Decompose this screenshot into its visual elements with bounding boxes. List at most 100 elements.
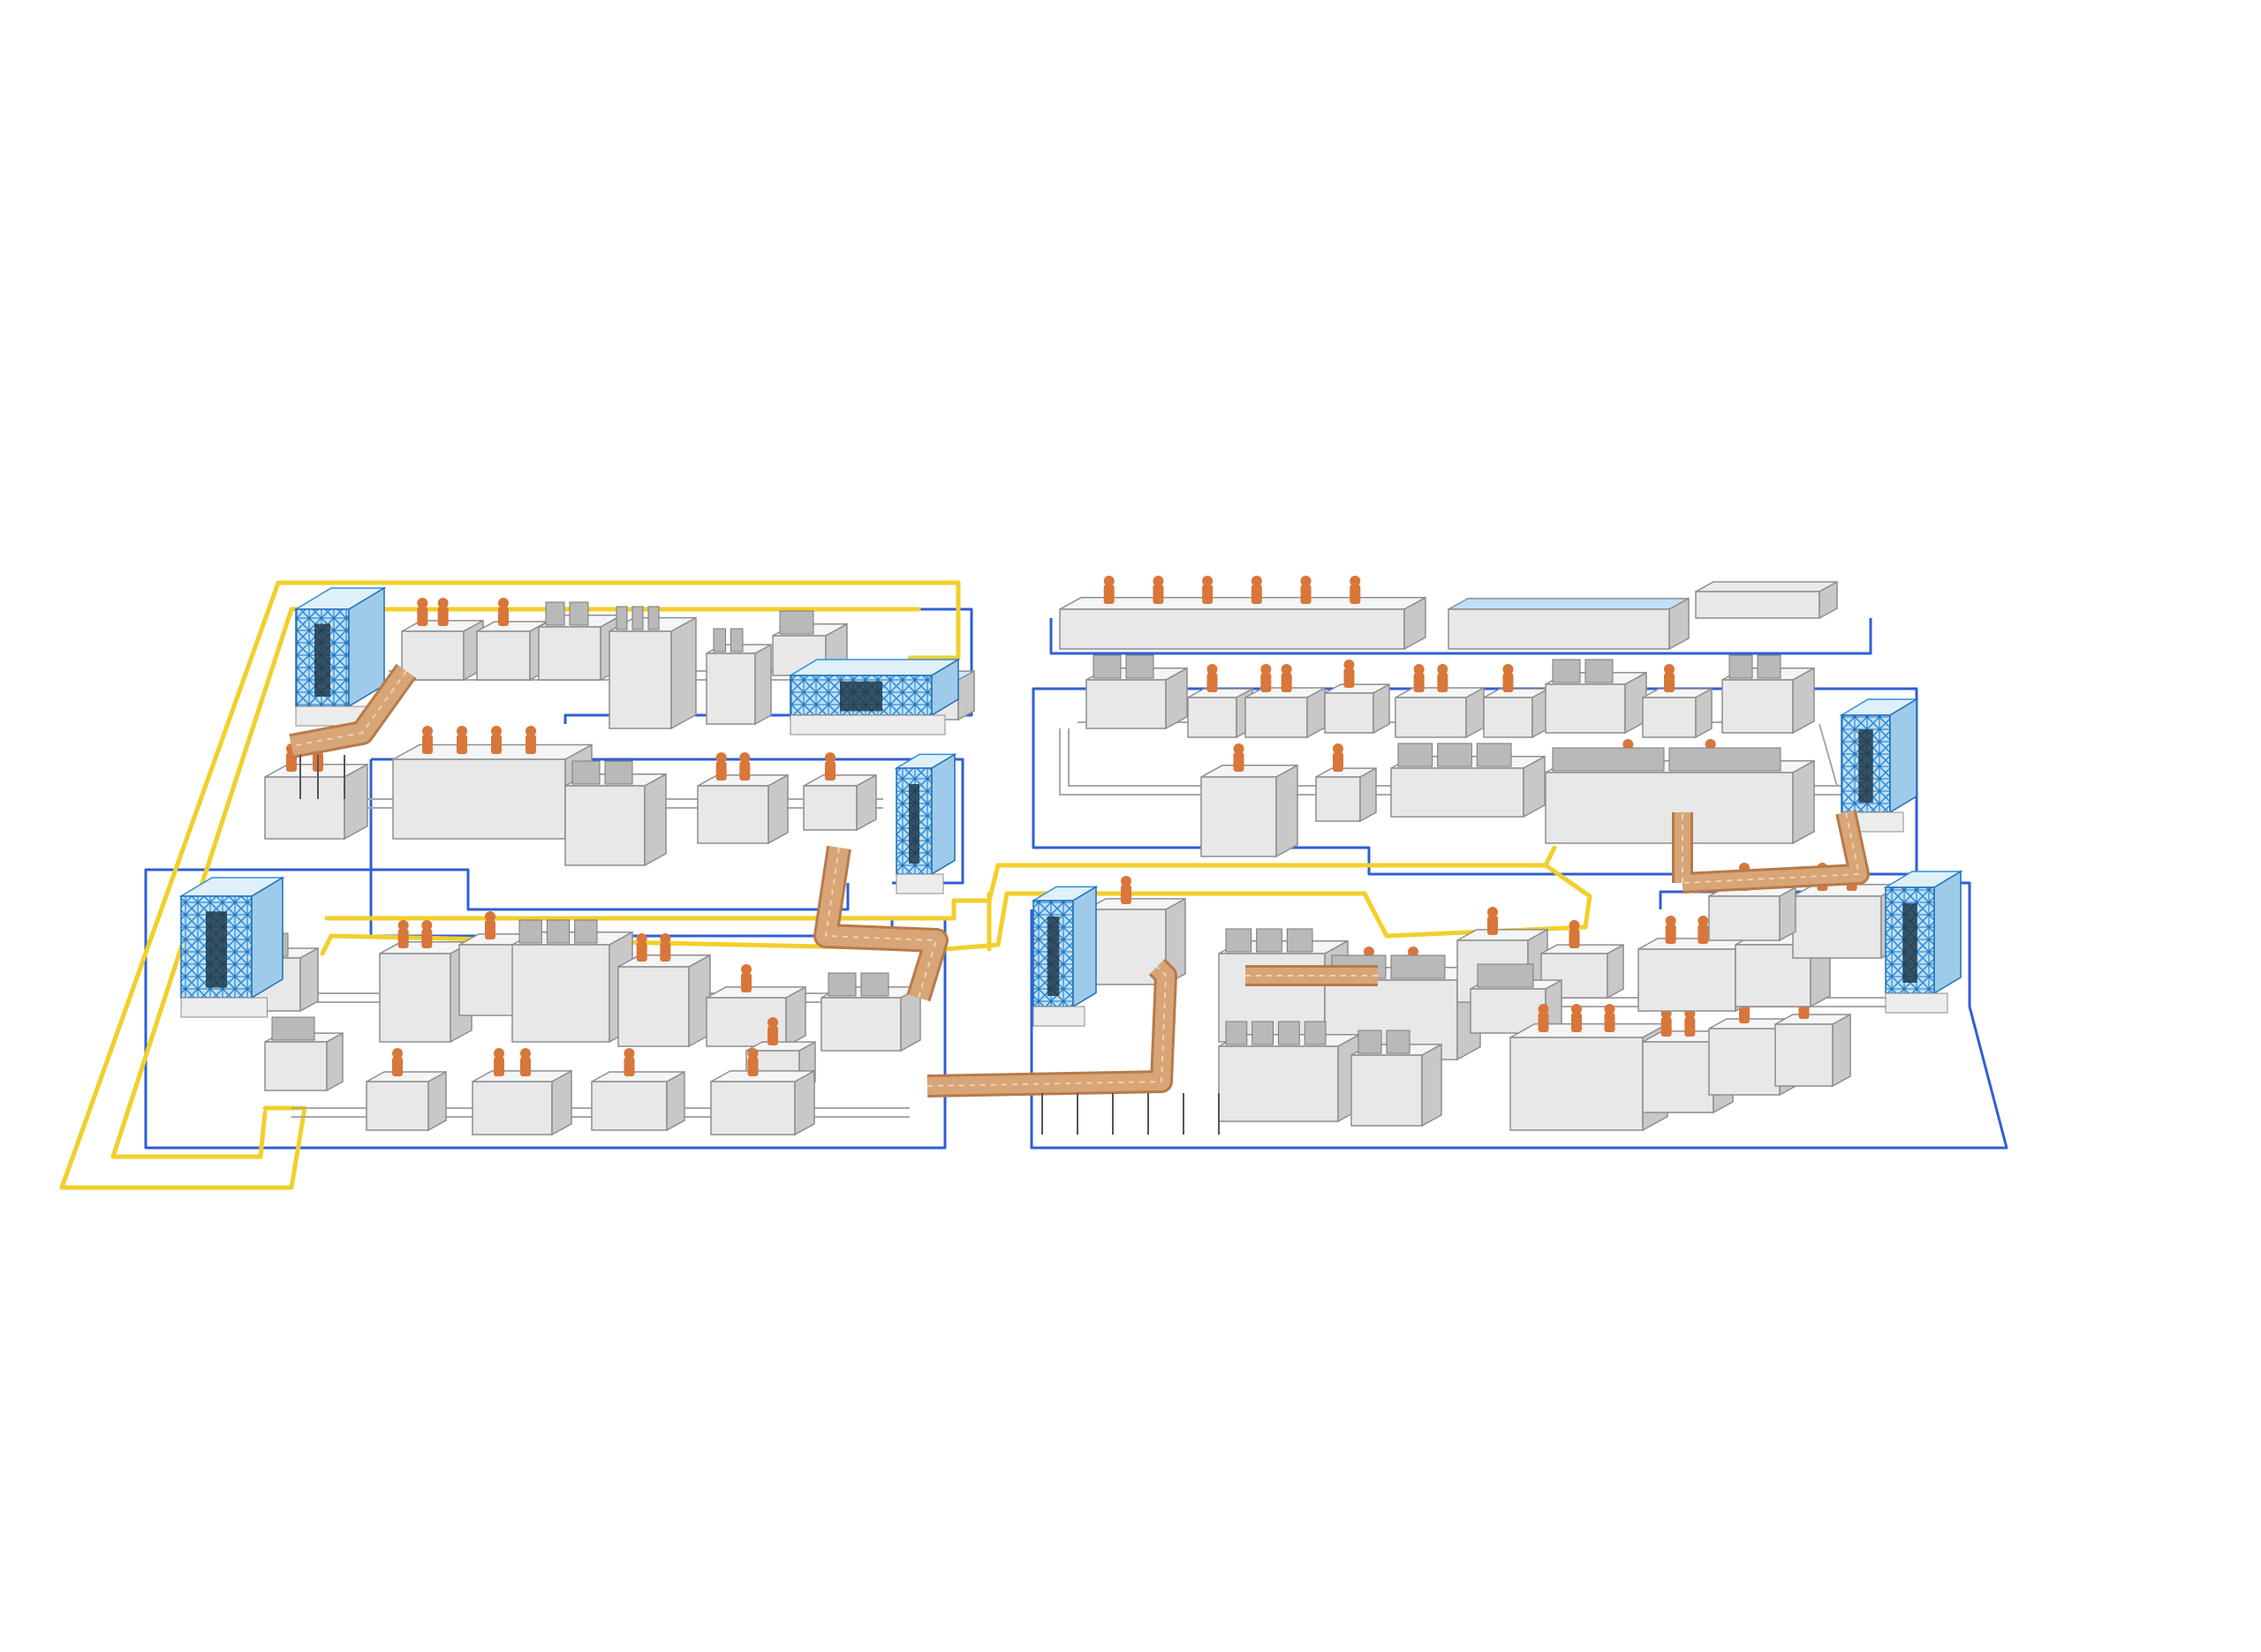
- cell-mr-6-front: [1483, 697, 1533, 738]
- cell-tr-1-robot-head-1: [1103, 576, 1115, 586]
- cell-mr-3: [1244, 664, 1326, 739]
- cell-mr-6-robot-head-1: [1502, 664, 1514, 675]
- storage-tower-5-core: [1047, 917, 1060, 996]
- storage-tower-2: [788, 658, 961, 735]
- cell-mr-10-robot-1: [1233, 752, 1244, 772]
- cell-mr-4: [1324, 660, 1390, 735]
- cell-mr-1-side: [1165, 667, 1188, 730]
- cell-tr-1-robot-4: [1251, 585, 1262, 604]
- cell-br-3-robot-head-2: [1408, 947, 1418, 957]
- storage-tower-5-side: [1072, 886, 1097, 1008]
- cell-tr-1-robot-head-5: [1300, 576, 1312, 586]
- storage-tower-5: [1031, 886, 1099, 1027]
- cell-br-12: [1774, 991, 1851, 1088]
- cell-br-5-machine-2: [1386, 1030, 1410, 1054]
- cell-tr-1-side: [1403, 596, 1426, 651]
- cell-mr-5-robot-2: [1437, 673, 1448, 692]
- cell-tr-2-side: [1668, 597, 1690, 651]
- cell-ml-1-side: [344, 763, 368, 841]
- cell-tl-7-side: [957, 669, 975, 721]
- cell-tl-3-machine-1: [545, 601, 565, 626]
- cell-bl-13-robot-1: [747, 1057, 759, 1076]
- cell-ml-5: [803, 752, 877, 832]
- cell-bl-11-front: [472, 1081, 553, 1135]
- cell-bl-5-robot-1: [636, 942, 647, 962]
- cell-br-3-robot-head-1: [1364, 947, 1374, 957]
- cell-mr-9-front: [1721, 679, 1794, 734]
- cell-mr-8-front: [1642, 697, 1697, 738]
- cell-ml-5-front: [803, 785, 858, 831]
- cell-bl-3-robot-1: [485, 920, 495, 939]
- cell-bl-11: [472, 1048, 572, 1136]
- cell-br-6-robot-head-1: [1487, 907, 1498, 917]
- cell-mr-13-robot-head-1: [1622, 739, 1634, 750]
- cell-br-5-machine-1: [1357, 1030, 1382, 1054]
- cell-br-13-robot-head-1: [1665, 916, 1676, 926]
- cell-br-2-machine-1: [1225, 928, 1252, 953]
- cell-bl-7-front: [820, 997, 902, 1052]
- storage-tower-3-core: [909, 784, 919, 864]
- cell-tr-2: [1448, 597, 1690, 651]
- cell-ml-1-front: [264, 776, 345, 840]
- cell-mr-5: [1395, 664, 1485, 739]
- cell-mr-11-side: [1359, 766, 1377, 823]
- cell-bl-11-robot-head-2: [520, 1048, 531, 1059]
- cell-ml-3-front: [564, 785, 646, 866]
- cell-bl-10-robot-head-1: [392, 1048, 403, 1059]
- cell-tr-1-robot-5: [1300, 585, 1312, 604]
- cell-mr-13-machine-2: [1668, 747, 1781, 772]
- cell-mr-2-front: [1187, 697, 1237, 738]
- cell-bl-9-side: [326, 1031, 344, 1092]
- elevated-conveyor-2-rollers: [824, 847, 938, 999]
- cell-mr-3-robot-head-2: [1281, 664, 1292, 675]
- cell-bl-7-machine-2: [860, 972, 889, 997]
- cell-ml-3-machine-1: [571, 760, 601, 785]
- cell-bl-7-machine-1: [828, 972, 857, 997]
- cell-mr-12-machine-2: [1437, 743, 1472, 767]
- cell-br-10-robot-1: [1660, 1017, 1672, 1037]
- cell-br-9-front: [1509, 1037, 1644, 1131]
- cell-br-4-front: [1218, 1045, 1339, 1122]
- cell-bl-4: [511, 919, 633, 1044]
- cell-br-12-front: [1774, 1023, 1834, 1087]
- cell-bl-13-side: [794, 1069, 815, 1136]
- cell-mr-4-robot-1: [1343, 668, 1355, 688]
- cell-bl-8-robot-head-1: [768, 1017, 778, 1028]
- cell-ml-1: [264, 743, 368, 841]
- cell-ml-3-side: [644, 773, 667, 867]
- cell-tl-5-front: [706, 653, 756, 725]
- cell-bl-2-front: [379, 953, 451, 1043]
- storage-tower-2-core: [840, 681, 882, 712]
- cell-tr-3-side: [1819, 580, 1838, 620]
- cell-mr-13-machine-1: [1552, 747, 1665, 772]
- cell-bl-1-side: [299, 947, 319, 1013]
- cell-ml-4-robot-head-1: [715, 752, 727, 763]
- cell-mr-6-robot-1: [1502, 673, 1514, 692]
- cell-br-9-robot-1: [1538, 1013, 1549, 1032]
- cell-br-11-robot-1: [1739, 1004, 1750, 1023]
- cell-bl-11-robot-2: [520, 1057, 531, 1076]
- cell-br-7-robot-head-1: [1569, 920, 1580, 931]
- cell-mr-6: [1483, 664, 1549, 739]
- storage-tower-7: [1883, 870, 1963, 1014]
- cell-mr-1-front: [1085, 679, 1167, 729]
- cell-tl-1-robot-1: [417, 607, 428, 626]
- cell-mr-12: [1390, 743, 1546, 818]
- cell-mr-5-robot-head-1: [1413, 664, 1425, 675]
- zone-top-right-strip: [1049, 618, 1872, 655]
- cell-mr-5-robot-head-2: [1437, 664, 1448, 675]
- cell-br-15-front: [1792, 895, 1882, 959]
- cell-bl-3-front: [458, 944, 522, 1016]
- storage-tower-3-side: [931, 753, 956, 876]
- cell-bl-13-robot-head-1: [747, 1048, 759, 1059]
- cell-bl-12-side: [666, 1070, 685, 1132]
- cell-bl-2-robot-1: [397, 929, 409, 948]
- cell-bl-12-robot-1: [624, 1057, 635, 1076]
- storage-tower-2-top: [788, 659, 961, 676]
- cell-br-8: [1470, 963, 1562, 1035]
- storage-tower-4-core: [206, 911, 227, 988]
- elevated-conveyor-1-rollers: [291, 670, 407, 747]
- cell-ml-4-robot-head-2: [739, 752, 751, 763]
- cell-br-4-machine-2: [1251, 1021, 1274, 1045]
- cell-mr-2: [1187, 664, 1253, 739]
